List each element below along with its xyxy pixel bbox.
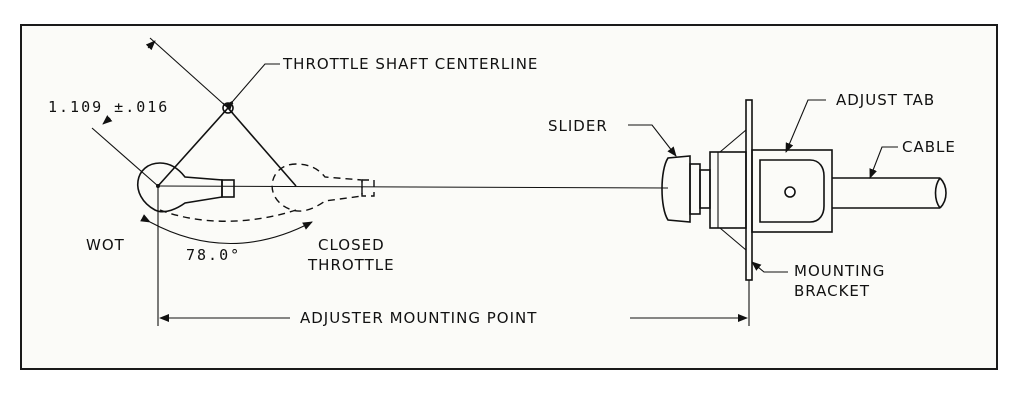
dimension-arrow-line [145, 40, 156, 51]
dimension-extension-bottom [91, 127, 159, 187]
bracket-label: BRACKET [794, 282, 870, 300]
diagram-frame [20, 24, 998, 370]
adjust-tab-leader [785, 99, 826, 153]
wot-label: WOT [86, 236, 125, 254]
adjust-tab-housing [751, 149, 833, 233]
cable-sheath [832, 177, 947, 209]
closed-lever-arm [227, 107, 297, 187]
mounting-bracket [719, 99, 753, 281]
slider-label: SLIDER [548, 117, 608, 135]
dimension-arrow-line-2 [102, 115, 113, 125]
mounting-bracket-leader [751, 261, 788, 273]
adjust-tab-label: ADJUST TAB [836, 91, 935, 109]
angle-arc [140, 214, 313, 245]
dimension-label: 1.109 ±.016 [48, 98, 169, 116]
angle-label: 78.0° [186, 246, 241, 264]
throttle-label: THROTTLE [307, 256, 395, 274]
centerline-leader [224, 63, 280, 111]
cable-label: CABLE [902, 138, 956, 156]
cable-line [157, 185, 669, 189]
mounting-label: MOUNTING [794, 262, 885, 280]
dimension-extension-top [149, 37, 229, 109]
closed-label: CLOSED [318, 236, 385, 254]
closed-throttle-lever [159, 163, 375, 222]
cable-leader [869, 146, 898, 179]
wot-lever-arm [157, 107, 229, 187]
slider-body [661, 151, 747, 229]
throttle-shaft-centerline-label: THROTTLE SHAFT CENTERLINE [282, 55, 538, 73]
adjuster-mounting-point-label: ADJUSTER MOUNTING POINT [300, 309, 537, 327]
slider-leader [628, 124, 677, 157]
wot-throttle-lever [137, 162, 235, 213]
